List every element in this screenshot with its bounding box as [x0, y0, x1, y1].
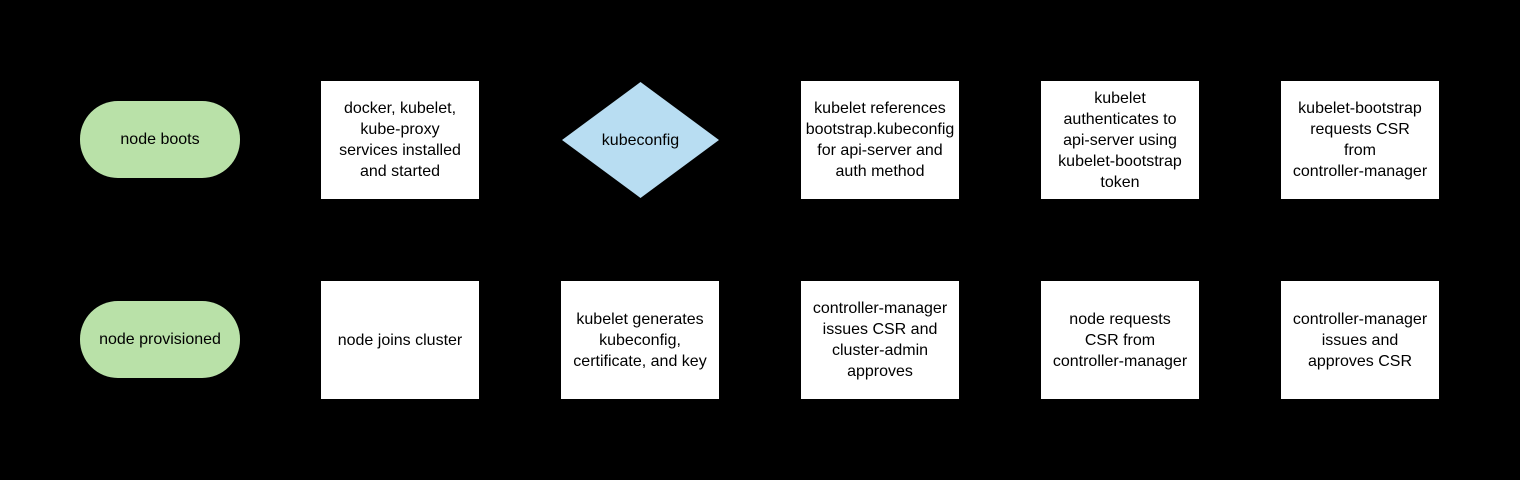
- process-kubelet-references-bootstrap-kubeconfig: kubelet references bootstrap.kubeconfig …: [801, 81, 959, 199]
- process-cm-issues-csr-admin-approves: controller-manager issues CSR and cluste…: [801, 281, 959, 399]
- terminator-node-provisioned: node provisioned: [80, 301, 240, 378]
- node-label: kubeconfig: [601, 131, 680, 149]
- node-label: kubelet references bootstrap.kubeconfig …: [805, 100, 955, 180]
- process-kubelet-generates-kubeconfig: kubelet generates kubeconfig, certificat…: [561, 281, 719, 399]
- node-label: controller-manager issues CSR and cluste…: [812, 300, 948, 380]
- node-label: kubelet generates kubeconfig, certificat…: [573, 310, 707, 370]
- node-label: node requests CSR from controller-manage…: [1052, 310, 1188, 370]
- process-node-requests-csr: node requests CSR from controller-manage…: [1041, 281, 1199, 399]
- node-label: controller-manager issues and approves C…: [1292, 310, 1428, 370]
- node-label: node provisioned: [99, 331, 221, 348]
- process-services-installed: docker, kubelet, kube-proxy services ins…: [321, 81, 479, 199]
- process-kubelet-authenticates: kubelet authenticates to api-server usin…: [1041, 81, 1199, 199]
- process-bootstrap-requests-csr: kubelet-bootstrap requests CSR from cont…: [1281, 81, 1439, 199]
- terminator-node-boots: node boots: [80, 101, 240, 178]
- decision-kubeconfig: kubeconfig: [562, 82, 719, 198]
- node-label: kubelet-bootstrap requests CSR from cont…: [1292, 100, 1428, 180]
- node-label: docker, kubelet, kube-proxy services ins…: [339, 100, 461, 180]
- node-label: kubelet authenticates to api-server usin…: [1058, 89, 1182, 191]
- process-node-joins-cluster: node joins cluster: [321, 281, 479, 399]
- process-cm-issues-approves-csr: controller-manager issues and approves C…: [1281, 281, 1439, 399]
- node-label: node boots: [120, 131, 200, 148]
- node-label: node joins cluster: [337, 331, 463, 349]
